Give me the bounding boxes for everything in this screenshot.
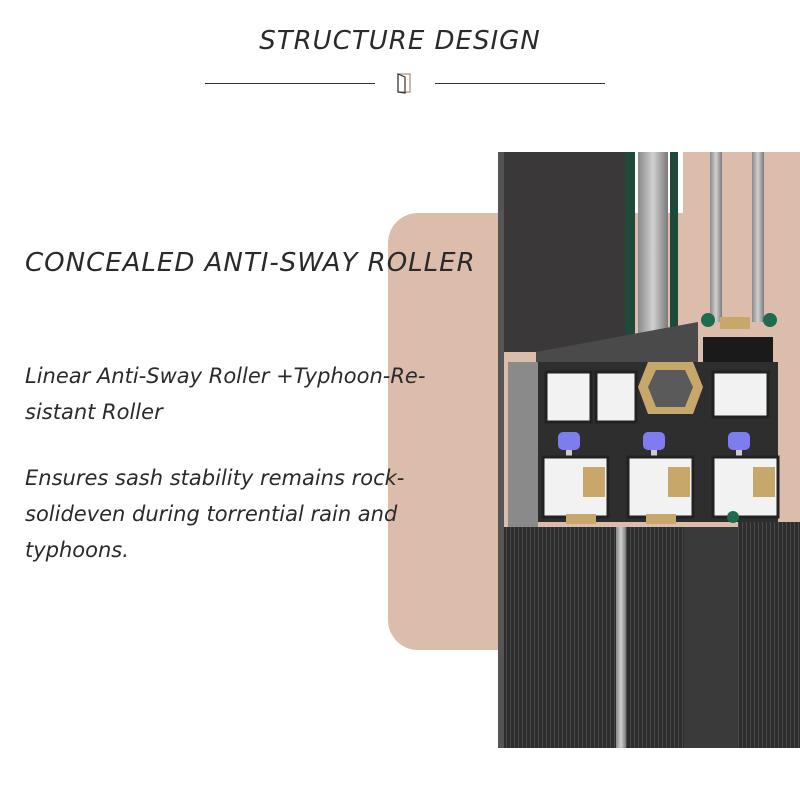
gasket-gold — [720, 317, 750, 329]
door-icon — [397, 73, 411, 94]
feature-headline: CONCEALED ANTI-SWAY ROLLER — [25, 248, 476, 278]
roller-1 — [558, 432, 580, 450]
sash-3 — [711, 455, 780, 519]
sash-gasket-2 — [646, 514, 676, 524]
chamber-1 — [544, 370, 593, 424]
lower-glass-3 — [629, 527, 684, 748]
lower-glass-5 — [738, 522, 800, 748]
title-divider-left — [205, 83, 375, 84]
roller-2 — [643, 432, 665, 450]
sash-gold-1 — [583, 467, 605, 497]
sash-gold-2 — [668, 467, 690, 497]
glass-pane-2 — [752, 152, 764, 322]
upper-frame-edge — [498, 152, 504, 748]
chamber-2 — [594, 370, 638, 424]
glass-pane-gap — [683, 152, 800, 322]
green-seal-strip — [625, 152, 635, 352]
green-seal-strip-2 — [670, 152, 678, 342]
seal-green-bottom — [727, 511, 739, 523]
window-profile-illustration — [498, 152, 800, 748]
title-divider-right — [435, 83, 605, 84]
aluminum-strip — [638, 152, 668, 342]
lower-glass-alu — [616, 527, 626, 748]
sash-gold-3 — [753, 467, 775, 497]
roller-3 — [728, 432, 750, 450]
sash-gasket-1 — [566, 514, 596, 524]
gasket-block — [703, 337, 773, 363]
page-title: STRUCTURE DESIGN — [259, 26, 541, 56]
seal-green-left — [701, 313, 715, 327]
seal-green-right — [763, 313, 777, 327]
thermal-break-core — [648, 370, 693, 407]
chamber-3 — [711, 370, 770, 419]
feature-description: Linear Anti-Sway Roller +Typhoon-Re-sist… — [25, 364, 426, 424]
upper-frame-dark — [500, 152, 625, 352]
lower-glass-1 — [504, 527, 559, 748]
sill-left-alu — [508, 362, 538, 527]
sill-top — [536, 322, 698, 367]
lower-glass-4 — [684, 527, 738, 748]
glass-pane-1 — [710, 152, 722, 322]
feature-benefit: Ensures sash stability remains rock-soli… — [25, 466, 405, 562]
